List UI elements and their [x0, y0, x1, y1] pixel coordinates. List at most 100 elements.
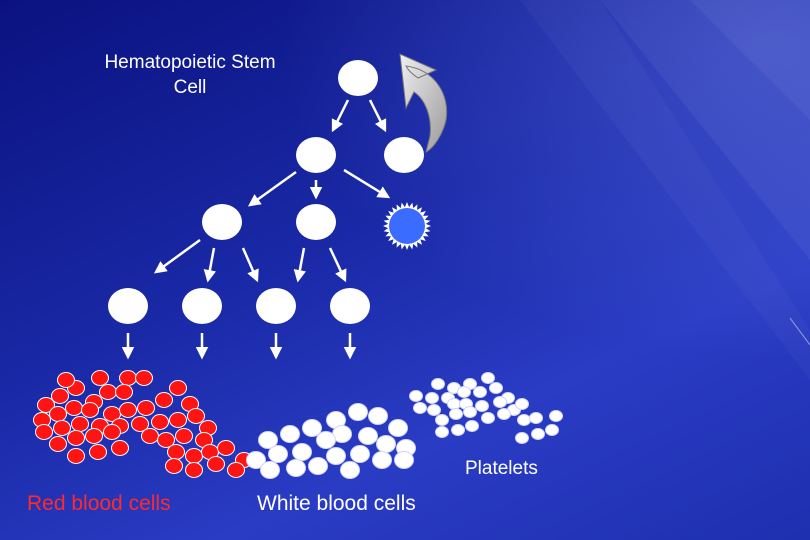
platelet [481, 372, 495, 384]
red-blood-cell [185, 462, 203, 478]
white-blood-cell [258, 431, 278, 449]
red-blood-cell [91, 370, 109, 386]
platelet [457, 386, 471, 398]
platelet [473, 386, 487, 398]
red-blood-cell [89, 444, 107, 460]
platelet [493, 396, 507, 408]
arrow-lymphoid-to-precursor-3 [293, 247, 306, 283]
red-blood-cell [185, 448, 203, 464]
red-blood-cell [103, 424, 121, 440]
platelet [447, 398, 461, 410]
platelet [529, 412, 543, 424]
red-blood-cell [71, 416, 89, 432]
platelet [431, 378, 445, 390]
platelet [465, 420, 479, 432]
platelet [427, 404, 441, 416]
red-blood-cell [155, 392, 173, 408]
red-blood-cell [169, 412, 187, 428]
red-blood-cell [187, 408, 205, 424]
red-blood-cell [169, 380, 187, 396]
red-blood-cell [37, 397, 55, 413]
platelet [463, 406, 477, 418]
red-blood-cell [67, 430, 85, 446]
platelet [515, 432, 529, 444]
white-blood-cell [316, 431, 336, 449]
red-blood-cells-label: Red blood cells [27, 492, 171, 515]
arrow-myeloid-to-precursor-3 [241, 247, 259, 283]
megakaryocyte [383, 202, 431, 250]
platelet [497, 408, 511, 420]
red-blood-cell [49, 406, 67, 422]
white-blood-cell [348, 403, 368, 421]
white-blood-cell [260, 461, 280, 479]
white-blood-cell [286, 459, 306, 477]
self-renewal-arrow [399, 53, 448, 153]
platelet [409, 390, 423, 402]
platelet [435, 426, 449, 438]
platelet [531, 428, 545, 440]
white-blood-cell [302, 419, 322, 437]
red-blood-cell [207, 456, 225, 472]
red-blood-cell [49, 436, 67, 452]
white-blood-cell [376, 435, 396, 453]
self-renewed-stem-cell [384, 137, 424, 173]
precursor-cell-3 [256, 288, 296, 324]
platelet [475, 400, 489, 412]
red-blood-cell [165, 458, 183, 474]
red-blood-cell [81, 402, 99, 418]
red-blood-cell [65, 400, 83, 416]
red-blood-cell [53, 420, 71, 436]
arrow-progenitor-to-megakaryocyte [343, 168, 391, 199]
platelets-label: Platelets [465, 458, 538, 479]
stem-cell [338, 60, 378, 96]
white-blood-cell [358, 427, 378, 445]
white-blood-cell [326, 447, 346, 465]
arrow-myeloid-to-precursor-1 [153, 238, 201, 274]
white-blood-cell [350, 445, 370, 463]
red-blood-cell [119, 370, 137, 386]
precursor-cell-2 [182, 288, 222, 324]
precursor-cell-4 [330, 288, 370, 324]
platelet-cluster [409, 372, 563, 444]
platelet [449, 408, 463, 420]
platelet [451, 424, 465, 436]
red-blood-cell [227, 462, 245, 478]
stem-cell-label: Hematopoietic Stem Cell [104, 52, 276, 98]
white-blood-cell [394, 451, 414, 469]
white-blood-cell-cluster [246, 403, 416, 479]
white-blood-cell [340, 461, 360, 479]
red-blood-cell [157, 432, 175, 448]
platelet [481, 412, 495, 424]
myeloid-progenitor-cell [202, 204, 242, 240]
red-blood-cell [131, 416, 149, 432]
red-blood-cell [119, 402, 137, 418]
white-blood-cell [368, 407, 388, 425]
red-blood-cell [137, 400, 155, 416]
red-blood-cell [35, 424, 53, 440]
white-blood-cell [388, 419, 408, 437]
platelet [515, 398, 529, 410]
arrow-stem-to-self [368, 99, 387, 133]
arrow-lymphoid-to-precursor-4 [328, 247, 347, 283]
red-blood-cell [115, 384, 133, 400]
platelet [489, 382, 503, 394]
red-blood-cell [57, 372, 75, 388]
precursor-cell-1 [108, 288, 148, 324]
platelet [549, 410, 563, 422]
white-blood-cell [292, 443, 312, 461]
platelet [545, 424, 559, 436]
red-blood-cell [151, 414, 169, 430]
arrow-myeloid-to-precursor-2 [203, 247, 216, 283]
white-blood-cell [268, 445, 288, 463]
arrow-progenitor-to-myeloid [247, 170, 297, 207]
white-blood-cells-label: White blood cells [257, 492, 416, 515]
platelet [413, 402, 427, 414]
red-blood-cell [217, 440, 235, 456]
progenitor-cell [296, 137, 336, 173]
platelet [425, 392, 439, 404]
white-blood-cell [308, 457, 328, 475]
arrow-stem-to-progenitor [331, 99, 350, 133]
